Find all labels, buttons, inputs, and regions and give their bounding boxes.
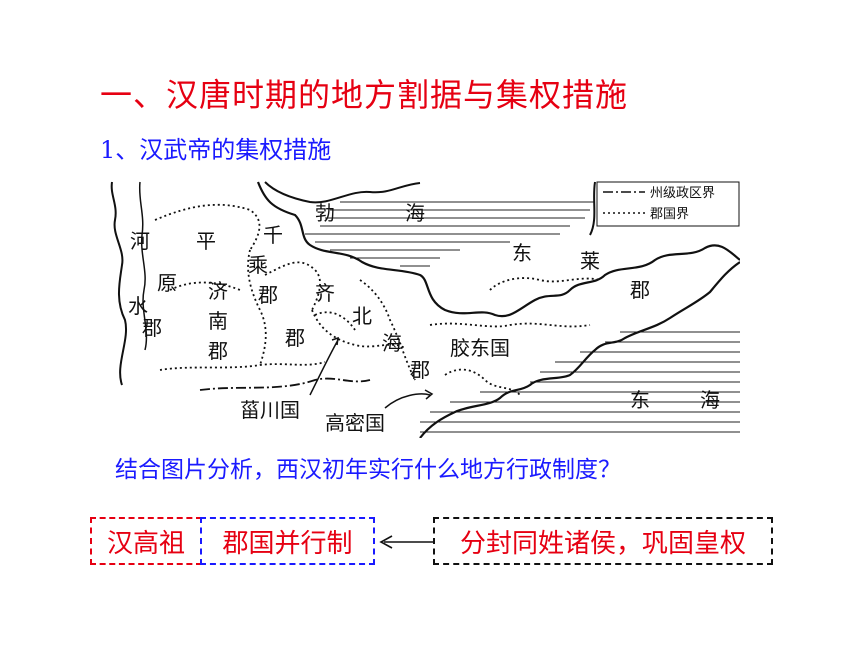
map-label-bohai-2: 海 — [405, 201, 425, 225]
map-legend: 州级政区界 郡国界 — [596, 181, 740, 227]
map-label-jiaodong: 胶东国 — [450, 336, 510, 360]
reason-label: 分封同姓诸侯，巩固皇权 — [459, 528, 746, 559]
river-line-2 — [138, 181, 148, 351]
map-label-jinan-3: 郡 — [208, 339, 228, 363]
map-label-gaomi: 高密国 — [325, 411, 385, 435]
map-label-heshui-1: 河 — [130, 229, 150, 253]
map-label-pingyuan-2: 原 — [157, 271, 177, 295]
map-label-bohai-1: 勃 — [315, 201, 335, 225]
left-arrow-icon — [379, 535, 434, 549]
map-label-beihai-3: 郡 — [410, 358, 430, 382]
map-label-zichuan: 菑川国 — [240, 398, 300, 422]
bohai-sea-hatching — [305, 201, 595, 267]
map-label-donglai-2: 莱 — [580, 249, 600, 273]
legend-state-label: 州级政区界 — [650, 186, 715, 201]
map-label-qiancheng-1: 千 — [263, 223, 283, 247]
map-label-qi-2: 郡 — [285, 326, 305, 350]
reason-box: 分封同姓诸侯，巩固皇权 — [433, 517, 773, 565]
map-label-pingyuan-1: 平 — [196, 229, 216, 253]
map-labels: 勃 海 东 海 河 水 郡 平 原 济 南 郡 千 乘 郡 齐 郡 北 海 郡 … — [128, 201, 720, 435]
map-label-jinan-1: 济 — [208, 279, 228, 303]
map-label-heshui-3: 郡 — [142, 316, 162, 340]
analysis-question: 结合图片分析，西汉初年实行什么地方行政制度？ — [115, 457, 621, 483]
system-box: 郡国并行制 — [200, 517, 375, 565]
map-label-qiancheng-3: 郡 — [258, 283, 278, 307]
map-label-qiancheng-2: 乘 — [248, 253, 268, 277]
map-label-heshui-2: 水 — [128, 294, 148, 318]
system-label: 郡国并行制 — [222, 528, 353, 559]
emperor-box: 汉高祖 — [90, 517, 202, 565]
pointer-arrows — [309, 336, 434, 409]
map-label-beihai-2: 海 — [382, 331, 402, 355]
section-subtitle: 1、汉武帝的集权措施 — [100, 136, 332, 164]
map-label-donghai-1: 东 — [630, 388, 650, 412]
map-label-donglai-3: 郡 — [630, 278, 650, 302]
coastline — [256, 181, 740, 438]
map-label-donghai-2: 海 — [700, 388, 720, 412]
east-sea-hatching — [420, 331, 740, 433]
map-label-donglai-1: 东 — [512, 241, 532, 265]
commandery-boundaries — [154, 203, 601, 396]
river-line — [110, 181, 127, 386]
page-title: 一、汉唐时期的地方割据与集权措施 — [100, 76, 629, 114]
state-boundary — [199, 377, 371, 391]
emperor-label: 汉高祖 — [106, 528, 185, 559]
map-label-jinan-2: 南 — [208, 309, 228, 333]
legend-commandery-label: 郡国界 — [650, 207, 689, 222]
map-label-beihai-1: 北 — [352, 304, 372, 328]
map-label-qi-1: 齐 — [315, 281, 335, 305]
western-han-map: 州级政区界 郡国界 勃 海 东 海 河 水 郡 平 原 济 南 郡 千 乘 郡 … — [110, 181, 740, 438]
bohai-coast — [264, 181, 596, 236]
